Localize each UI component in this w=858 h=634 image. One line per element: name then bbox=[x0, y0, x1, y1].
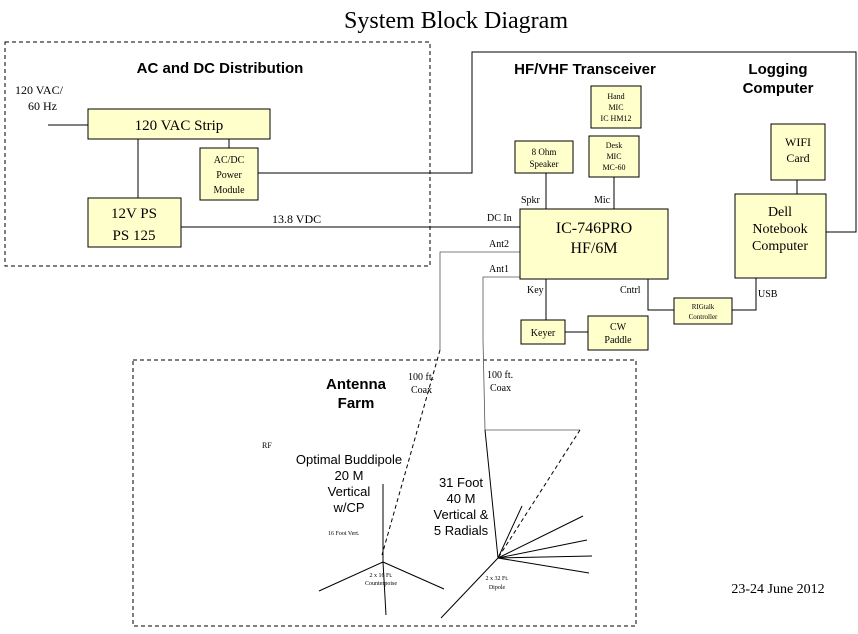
buddipole-cp-line2: Counterpoise bbox=[365, 581, 397, 587]
desk-mic-line2: MIC bbox=[606, 152, 621, 161]
port-cntrl: Cntrl bbox=[620, 285, 641, 296]
connection-lines bbox=[48, 51, 857, 431]
ps125-box bbox=[87, 197, 182, 248]
transceiver-group-title: HF/VHF Transceiver bbox=[514, 61, 656, 78]
buddipole-label-line2: 20 M bbox=[335, 468, 364, 483]
hand-mic-box bbox=[590, 85, 642, 129]
hand-mic-line1: Hand bbox=[607, 92, 624, 101]
notebook-line1: Dell bbox=[768, 205, 792, 220]
antenna-farm-title-line1: Antenna bbox=[326, 376, 387, 393]
coax-right-line1: 100 ft. bbox=[487, 370, 513, 381]
hand-mic-line3: IC HM12 bbox=[601, 114, 632, 123]
usb-label: USB bbox=[758, 289, 778, 300]
vertical-dipole-line1: 2 x 32 Ft. bbox=[485, 576, 509, 582]
ps125-line1: 12V PS bbox=[111, 206, 157, 222]
paddle-box bbox=[587, 315, 649, 351]
buddipole-label-line3: Vertical bbox=[328, 484, 371, 499]
notebook-line2: Notebook bbox=[752, 222, 807, 237]
port-mic: Mic bbox=[594, 195, 611, 206]
desk-mic-line3: MC-60 bbox=[602, 163, 625, 172]
paddle-line2: Paddle bbox=[604, 335, 632, 346]
acdc-module-line2: Power bbox=[216, 170, 242, 181]
radio-line2: HF/6M bbox=[570, 240, 617, 257]
buddipole-label-line4: w/CP bbox=[332, 500, 364, 515]
logging-group-title-line1: Logging bbox=[748, 61, 807, 78]
desk-mic-line1: Desk bbox=[606, 141, 622, 150]
speaker-line2: Speaker bbox=[530, 159, 559, 169]
notebook-box bbox=[734, 193, 827, 279]
radio-line1: IC-746PRO bbox=[556, 220, 632, 237]
buddipole-vert-label: 16 Foot Vert. bbox=[328, 531, 360, 537]
speaker-line1: 8 Ohm bbox=[532, 147, 557, 157]
port-key: Key bbox=[527, 285, 544, 296]
port-spkr: Spkr bbox=[521, 195, 541, 206]
antenna-farm-title-line2: Farm bbox=[338, 395, 375, 412]
rigtalk-line1: RIGtalk bbox=[692, 303, 715, 311]
vac-strip-label: 120 VAC Strip bbox=[135, 118, 224, 134]
speaker-box bbox=[514, 140, 574, 174]
coax-right-line2: Coax bbox=[490, 383, 511, 394]
coax-left-line2: Coax bbox=[411, 385, 432, 396]
coax-left-line1: 100 ft. bbox=[408, 372, 434, 383]
vertical-label-line4: 5 Radials bbox=[434, 523, 489, 538]
buddipole-antenna-drawing bbox=[318, 349, 445, 616]
ps125-line2: PS 125 bbox=[113, 228, 156, 244]
keyer-box bbox=[520, 319, 566, 345]
port-dc-in: DC In bbox=[487, 213, 512, 224]
vertical-label-line2: 40 M bbox=[447, 491, 476, 506]
acdc-module-line1: AC/DC bbox=[214, 155, 245, 166]
wifi-box bbox=[770, 123, 826, 181]
port-ant1: Ant1 bbox=[489, 264, 509, 275]
mains-label-line2: 60 Hz bbox=[28, 99, 57, 113]
port-ant2: Ant2 bbox=[489, 239, 509, 250]
date-label: 23-24 June 2012 bbox=[731, 582, 824, 597]
diagram-title: System Block Diagram bbox=[344, 8, 568, 34]
desk-mic-box bbox=[588, 135, 640, 178]
wifi-line2: Card bbox=[786, 151, 809, 165]
vertical-dipole-line2: Dipole bbox=[489, 585, 506, 591]
buddipole-label-line1: Optimal Buddipole bbox=[296, 452, 402, 467]
paddle-line1: CW bbox=[610, 322, 627, 333]
keyer-label: Keyer bbox=[531, 328, 556, 339]
radio-box bbox=[519, 208, 669, 280]
vertical-label-line1: 31 Foot bbox=[439, 475, 483, 490]
rigtalk-line2: Controller bbox=[689, 313, 718, 321]
mains-label-line1: 120 VAC/ bbox=[15, 83, 64, 97]
rigtalk-box bbox=[673, 297, 733, 325]
vertical-antenna-drawing bbox=[440, 429, 593, 619]
buddipole-cp-line1: 2 x 16 Ft. bbox=[369, 573, 393, 579]
logging-group-title-line2: Computer bbox=[743, 80, 814, 97]
vac-strip-box bbox=[87, 108, 271, 140]
wifi-line1: WIFI bbox=[785, 135, 811, 149]
notebook-line3: Computer bbox=[752, 239, 808, 254]
vdc-label: 13.8 VDC bbox=[272, 212, 321, 226]
acdc-module-box bbox=[199, 147, 259, 201]
hand-mic-line2: MIC bbox=[608, 103, 623, 112]
distribution-group-title: AC and DC Distribution bbox=[137, 60, 304, 77]
acdc-module-line3: Module bbox=[213, 185, 245, 196]
vertical-label-line3: Vertical & bbox=[434, 507, 489, 522]
distribution-group-border bbox=[4, 41, 431, 267]
rf-label: RF bbox=[262, 441, 272, 450]
